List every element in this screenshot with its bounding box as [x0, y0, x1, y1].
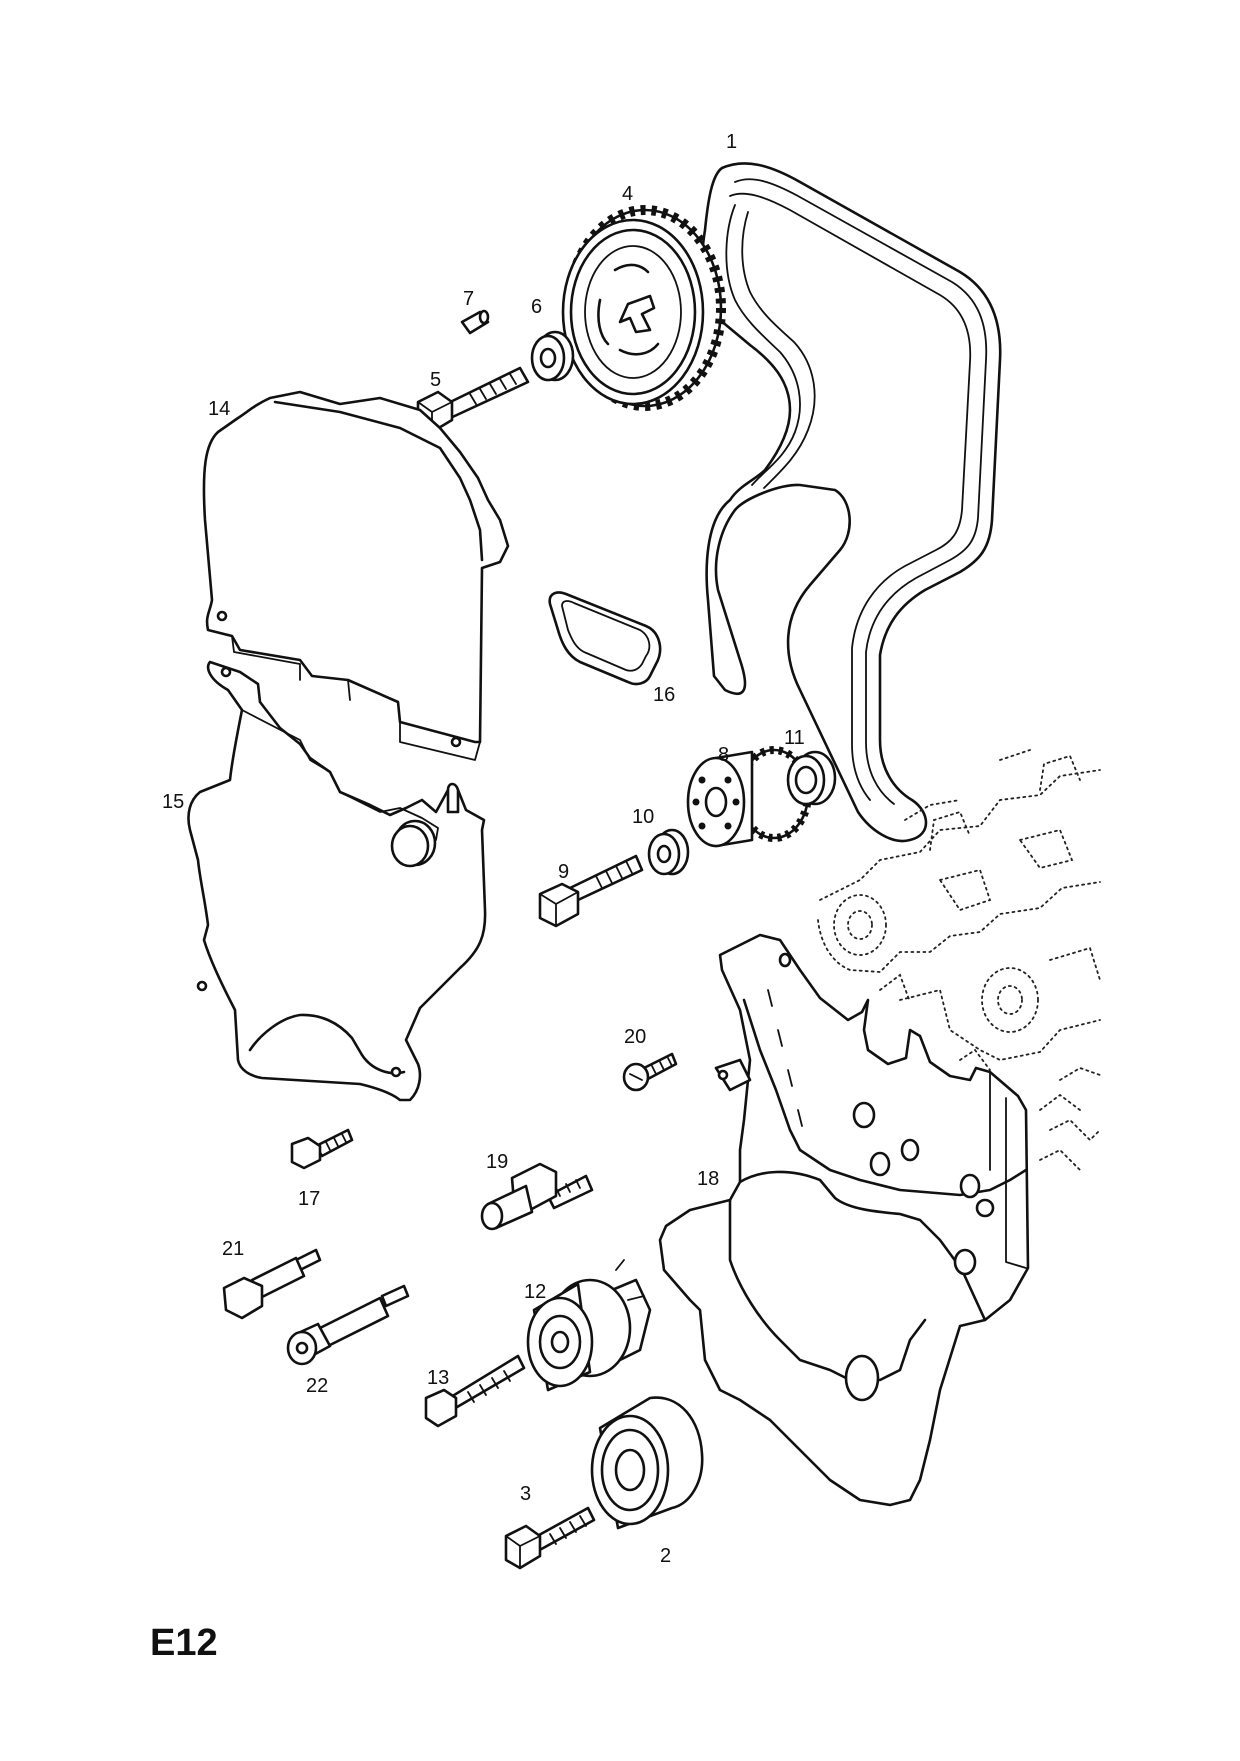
callout-label: 20 — [624, 1026, 646, 1048]
callout-label: 13 — [427, 1367, 449, 1389]
part-bolt-17 — [290, 1128, 354, 1170]
callout-label: 8 — [718, 744, 729, 766]
callout-label: 5 — [430, 369, 441, 391]
page-code: E12 — [150, 1622, 218, 1664]
callout-label: 22 — [306, 1375, 328, 1397]
engine-block-outline — [817, 749, 1101, 1171]
part-washer-6 — [530, 330, 575, 382]
part-tensioner-pulley — [526, 1259, 652, 1392]
callout-label: 1 — [726, 131, 737, 153]
part-seal-ring — [786, 750, 837, 806]
part-bolt-22 — [286, 1284, 410, 1366]
callout-label: 16 — [653, 684, 675, 706]
part-timing-belt — [700, 162, 1002, 843]
part-stud-bolt — [480, 1162, 594, 1231]
callout-label: 3 — [520, 1483, 531, 1505]
callout-label: 2 — [660, 1545, 671, 1567]
callout-label: 19 — [486, 1151, 508, 1173]
part-crankshaft-sprocket — [686, 746, 812, 848]
part-bolt-13 — [424, 1354, 526, 1428]
callout-label: 7 — [463, 288, 474, 310]
callout-label: 21 — [222, 1238, 244, 1260]
part-screw-20 — [622, 1052, 678, 1092]
callout-label: 15 — [162, 791, 184, 813]
part-dowel-pin — [460, 309, 490, 335]
callout-label: 12 — [524, 1281, 546, 1303]
part-idler-pulley — [590, 1396, 704, 1530]
part-upper-timing-cover — [202, 390, 510, 761]
part-lower-timing-cover — [187, 660, 487, 1102]
callout-label: 11 — [784, 727, 805, 749]
callout-label: 4 — [622, 183, 633, 205]
part-camshaft-sprocket — [561, 205, 726, 411]
callout-label: 17 — [298, 1188, 320, 1210]
part-bolt-5 — [416, 366, 530, 434]
callout-label: 14 — [208, 398, 230, 420]
part-gasket — [548, 591, 662, 686]
part-rear-timing-cover — [658, 933, 1030, 1507]
callout-label: 6 — [531, 296, 542, 318]
part-washer-10 — [647, 828, 690, 876]
part-bolt-21 — [222, 1248, 322, 1320]
callout-label: 10 — [632, 806, 654, 828]
part-bolt-9 — [538, 854, 644, 928]
part-bolt-3 — [504, 1506, 596, 1570]
callout-label: 18 — [697, 1168, 719, 1190]
callout-label: 9 — [558, 861, 569, 883]
